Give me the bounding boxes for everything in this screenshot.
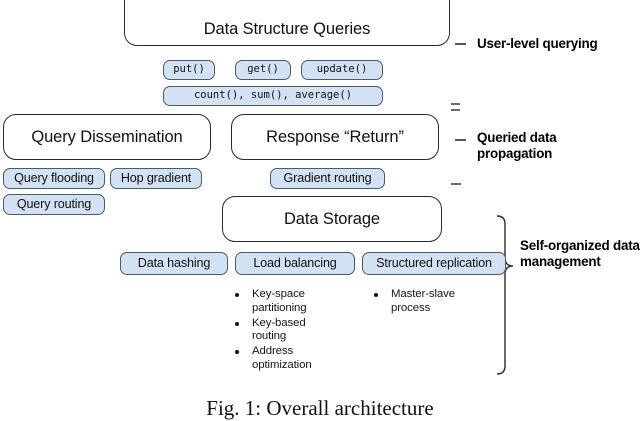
list-item-label: Address optimization (252, 345, 312, 371)
chip-label: Load balancing (253, 256, 337, 271)
chip-put[interactable]: put() (163, 60, 215, 80)
list-item-label: Master-slave process (391, 288, 455, 314)
node-label: Data Structure Queries (203, 19, 371, 38)
chip-label: Query routing (16, 197, 92, 212)
node-label: Data Storage (283, 209, 381, 228)
node-label: Response “Return” (266, 127, 404, 146)
list-item-label: Key-space partitioning (252, 288, 307, 314)
annotation-queried-data-propagation: Queried data propagation (477, 130, 557, 162)
list-item: Key-based routing (231, 317, 341, 345)
chip-hop-gradient[interactable]: Hop gradient (110, 168, 202, 189)
node-data-storage[interactable]: Data Storage (222, 196, 442, 242)
bullet-list-structured-replication: Master-slave process (370, 288, 490, 317)
chip-label: count(), sum(), average() (193, 89, 353, 102)
chip-data-hashing[interactable]: Data hashing (120, 252, 228, 275)
list-item-label: Key-based routing (252, 316, 306, 343)
chip-label: Gradient routing (283, 171, 372, 186)
node-data-structure-queries[interactable]: Data Structure Queries (124, 0, 450, 46)
chip-structured-replication[interactable]: Structured replication (362, 252, 506, 275)
chip-get[interactable]: get() (235, 60, 291, 80)
annotation-user-level-querying: User-level querying (477, 36, 598, 51)
list-item: Key-space partitioning (231, 288, 341, 316)
node-query-dissemination[interactable]: Query Dissemination (3, 114, 211, 160)
figure-caption: Fig. 1: Overall architecture (206, 396, 434, 420)
node-response-return[interactable]: Response “Return” (231, 114, 439, 160)
chip-update[interactable]: update() (301, 60, 383, 80)
chip-gradient-routing[interactable]: Gradient routing (270, 168, 385, 189)
annotation-self-organized-data-management: Self-organized data management (520, 238, 640, 270)
chip-label: put() (173, 63, 205, 76)
list-item: Master-slave process (370, 288, 490, 316)
list-item: Address optimization (231, 345, 341, 373)
chip-label: Query flooding (14, 171, 94, 186)
chip-label: get() (247, 63, 279, 76)
chip-label: Hop gradient (120, 171, 192, 186)
chip-label: update() (316, 63, 368, 76)
chip-query-routing[interactable]: Query routing (3, 194, 105, 215)
chip-query-flooding[interactable]: Query flooding (3, 168, 105, 189)
chip-label: Data hashing (137, 256, 211, 271)
chip-load-balancing[interactable]: Load balancing (235, 252, 355, 275)
bullet-list-load-balancing: Key-space partitioning Key-based routing… (231, 288, 341, 374)
node-label: Query Dissemination (31, 127, 183, 146)
bracket-self-organized (496, 215, 514, 375)
chip-label: Structured replication (376, 256, 492, 271)
chip-aggregates[interactable]: count(), sum(), average() (163, 86, 383, 106)
